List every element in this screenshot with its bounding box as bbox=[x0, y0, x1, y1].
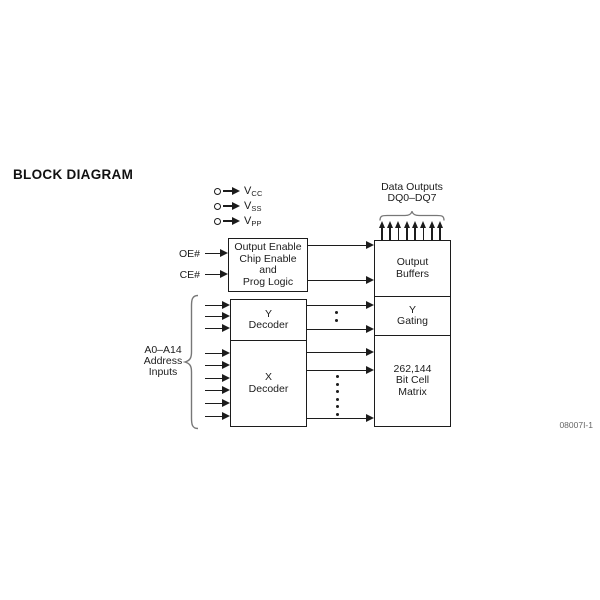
xdecoder-to-matrix-arrow bbox=[307, 369, 366, 372]
dot bbox=[334, 311, 338, 314]
address-inputs-label: A0–A14 Address Inputs bbox=[143, 344, 183, 378]
ydecoder-to-ygating-arrow bbox=[307, 328, 366, 331]
address-input-arrow bbox=[205, 364, 222, 367]
dot bbox=[335, 382, 339, 386]
logic-to-buffers-arrow bbox=[308, 279, 366, 282]
address-input-arrow bbox=[205, 352, 222, 355]
arrow-right-icon bbox=[223, 220, 232, 222]
ellipsis-dots bbox=[335, 375, 339, 416]
ydecoder-to-ygating-arrow bbox=[307, 304, 366, 307]
xdecoder-to-matrix-arrow bbox=[307, 351, 366, 354]
memory-core-box: Output Buffers Y Gating 262,144 Bit Cell… bbox=[374, 240, 451, 427]
page-title: BLOCK DIAGRAM bbox=[13, 167, 134, 182]
address-input-arrow bbox=[205, 377, 222, 380]
bit-cell-matrix-section: 262,144 Bit Cell Matrix bbox=[393, 362, 432, 398]
control-label-oe: OE# bbox=[178, 248, 200, 260]
address-input-arrow bbox=[205, 327, 222, 330]
data-output-arrow bbox=[389, 228, 391, 240]
pin-terminal-icon bbox=[214, 217, 221, 225]
dot bbox=[335, 405, 339, 408]
pin-label-vcc: VCC bbox=[244, 184, 263, 198]
doc-number: 08007I-1 bbox=[559, 420, 593, 430]
ellipsis-dots bbox=[334, 311, 338, 322]
data-output-arrow bbox=[397, 228, 400, 240]
dot bbox=[335, 390, 339, 393]
data-output-arrow bbox=[422, 228, 425, 240]
data-output-arrow bbox=[431, 228, 433, 240]
pin-terminal-icon bbox=[214, 202, 221, 210]
arrow-right-icon bbox=[223, 190, 232, 192]
pin-label-vss: VSS bbox=[244, 199, 262, 213]
pin-terminal-icon bbox=[214, 187, 221, 195]
pin-label-vpp: VPP bbox=[244, 214, 262, 228]
logic-box-text: Output Enable Chip Enable and Prog Logic bbox=[234, 241, 302, 288]
power-pin-vpp: VPP bbox=[214, 214, 262, 228]
address-inputs-brace-icon bbox=[183, 294, 199, 430]
data-outputs-label: Data Outputs DQ0–DQ7 bbox=[381, 181, 443, 204]
address-input-arrow bbox=[205, 415, 222, 418]
power-pin-vcc: VCC bbox=[214, 184, 263, 198]
xdecoder-to-matrix-arrow bbox=[307, 417, 366, 420]
address-input-arrow bbox=[205, 304, 222, 307]
logic-to-buffers-arrow bbox=[308, 244, 366, 247]
address-input-arrow bbox=[205, 315, 222, 318]
arrow-right-icon bbox=[223, 205, 232, 207]
data-outputs-brace-icon bbox=[379, 211, 445, 221]
logic-box: Output Enable Chip Enable and Prog Logic bbox=[228, 238, 308, 292]
y-gating-section: Y Gating bbox=[375, 297, 450, 336]
data-output-arrow bbox=[414, 228, 416, 240]
address-input-arrow bbox=[205, 402, 222, 405]
dot bbox=[335, 412, 339, 416]
data-output-arrow bbox=[381, 228, 383, 240]
oe-input-arrow bbox=[205, 252, 220, 255]
ce-input-arrow bbox=[205, 273, 220, 276]
control-label-ce: CE# bbox=[179, 269, 200, 281]
data-output-arrow bbox=[439, 228, 441, 240]
dot bbox=[335, 375, 339, 378]
data-output-arrow bbox=[406, 228, 408, 240]
x-decoder-section: X Decoder bbox=[248, 371, 289, 395]
dot bbox=[334, 319, 338, 322]
power-pin-vss: VSS bbox=[214, 199, 262, 213]
output-buffers-section: Output Buffers bbox=[375, 241, 450, 297]
decoder-box: Y Decoder X Decoder bbox=[230, 299, 307, 427]
dot bbox=[335, 397, 339, 401]
y-decoder-section: Y Decoder bbox=[231, 300, 306, 341]
address-input-arrow bbox=[205, 389, 222, 392]
